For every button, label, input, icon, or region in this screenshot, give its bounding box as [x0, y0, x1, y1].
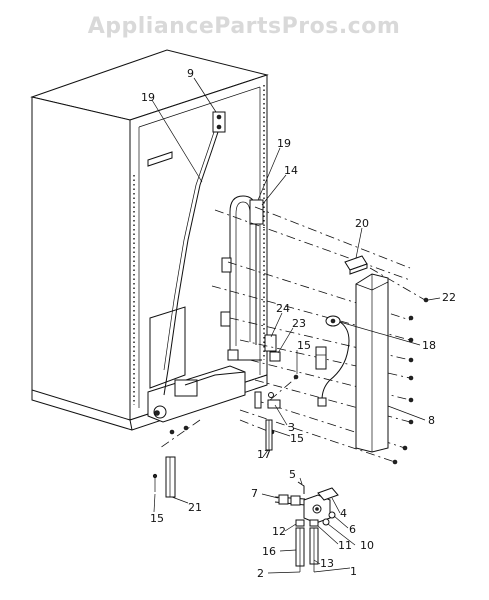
- callout-24: 24: [276, 302, 290, 315]
- parts-3-15-17: [254, 391, 281, 451]
- callout-7: 7: [251, 487, 258, 500]
- callout-11: 11: [338, 539, 352, 552]
- watermark-text: AppliancePartsPros.com: [88, 14, 401, 39]
- callout-22: 22: [442, 291, 456, 304]
- callout-17: 17: [257, 448, 271, 461]
- callout-21: 21: [188, 501, 202, 514]
- callout-20: 20: [355, 217, 369, 230]
- callout-4: 4: [340, 507, 347, 520]
- callout-6: 6: [349, 523, 356, 536]
- callout-8: 8: [428, 414, 435, 427]
- part-21-drain-tube: [152, 456, 176, 498]
- callout-2: 2: [257, 567, 264, 580]
- callout-labels: 9 19 19 14 20 22 24 23 15 18 3 15 8 17 5…: [141, 67, 456, 580]
- part-20-block: [344, 255, 368, 275]
- callout-15: 15: [297, 339, 311, 352]
- callout-9: 9: [187, 67, 194, 80]
- callout-1: 1: [350, 565, 357, 578]
- leader-lines: [151, 77, 441, 574]
- callout-16: 16: [262, 545, 276, 558]
- callout-19: 19: [277, 137, 291, 150]
- callout-13: 13: [320, 557, 334, 570]
- callout-3: 3: [288, 421, 295, 434]
- callout-18: 18: [422, 339, 436, 352]
- callout-19: 19: [141, 91, 155, 104]
- callout-15: 15: [290, 432, 304, 445]
- callout-23: 23: [292, 317, 306, 330]
- refrigerator-cabinet: [30, 49, 269, 435]
- part-18-harness: [315, 315, 350, 407]
- callout-14: 14: [284, 164, 298, 177]
- callout-12: 12: [272, 525, 286, 538]
- callout-15: 15: [150, 512, 164, 525]
- back-tubing: [163, 111, 281, 396]
- callout-10: 10: [360, 539, 374, 552]
- part-8-cover-panel: [355, 273, 389, 453]
- callout-5: 5: [289, 468, 296, 481]
- water-valve-assembly: [274, 481, 339, 572]
